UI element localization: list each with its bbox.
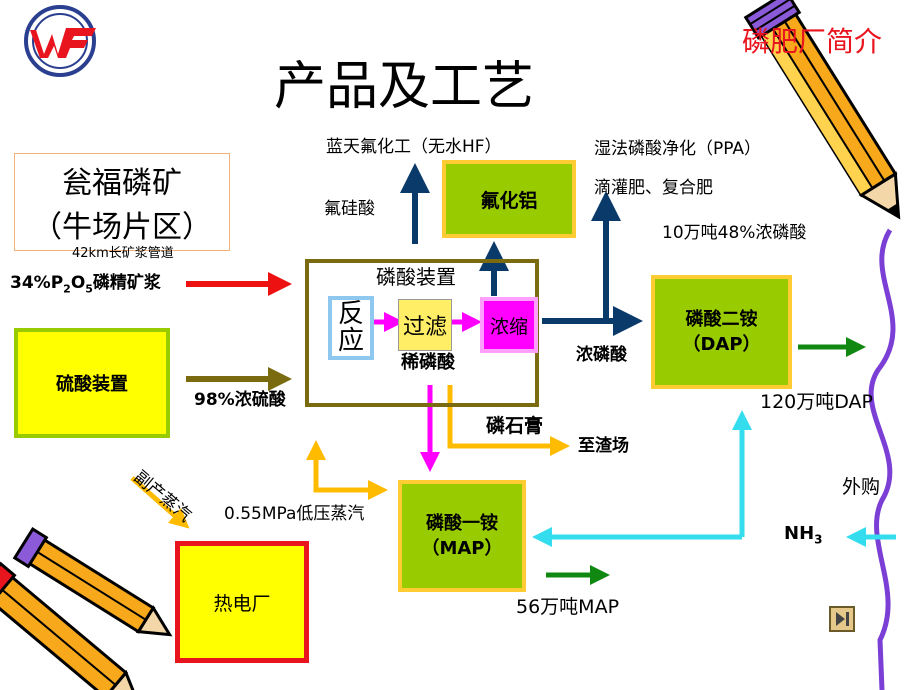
power-plant-box: 热电厂: [175, 541, 309, 663]
drip-fertilizer-label: 滴灌肥、复合肥: [594, 178, 713, 198]
dap-output-label: 120万吨DAP: [760, 391, 874, 413]
concentration-box: 浓缩: [480, 297, 538, 353]
mine-area: （牛场片区）: [32, 210, 212, 245]
phosphoric-plant-label: 磷酸装置: [376, 265, 456, 289]
mine-box: 瓮福磷矿 （牛场片区）: [14, 153, 230, 251]
map-output-label: 56万吨MAP: [516, 596, 620, 618]
next-slide-button[interactable]: [829, 606, 855, 632]
purchased-label: 外购: [842, 476, 881, 498]
page-title: 产品及工艺: [274, 57, 535, 117]
sulfuric-acid-label: 98%浓硫酸: [194, 390, 286, 410]
conc-acid-label: 浓磷酸: [576, 345, 627, 365]
arrow-steam: [313, 462, 388, 500]
sulfuric-acid-plant: 硫酸装置: [14, 328, 170, 438]
to-slag-label: 至渣场: [578, 436, 629, 456]
nh3-label: NH3: [784, 523, 823, 547]
pipeline-label: 42km长矿浆管道: [72, 246, 174, 261]
slurry-label: 34%P2O5磷精矿浆: [10, 273, 161, 296]
section-label: 磷肥厂简介: [742, 25, 883, 58]
gypsum-label: 磷石膏: [486, 415, 544, 437]
steam-label: 0.55MPa低压蒸汽: [224, 504, 365, 524]
filtration-box: 过滤: [398, 299, 452, 351]
byproduct-steam-label: 副产蒸汽: [129, 467, 195, 527]
mine-name: 瓮福磷矿: [62, 166, 182, 201]
wet-process-label: 湿法磷酸净化（PPA）: [594, 139, 762, 159]
reaction-box: 反 应: [328, 296, 374, 360]
lantian-label: 蓝天氟化工（无水HF）: [326, 137, 502, 157]
next-slide-icon: [836, 612, 849, 626]
aluminum-fluoride-box: 氟化铝: [442, 160, 576, 238]
fluorosilicic-label: 氟硅酸: [324, 199, 375, 219]
dilute-acid-label: 稀磷酸: [401, 352, 455, 373]
dap-box: 磷酸二铵 （DAP）: [651, 275, 792, 389]
acid-output-label: 10万吨48%浓磷酸: [662, 223, 807, 243]
map-box: 磷酸一铵 （MAP）: [398, 480, 526, 592]
